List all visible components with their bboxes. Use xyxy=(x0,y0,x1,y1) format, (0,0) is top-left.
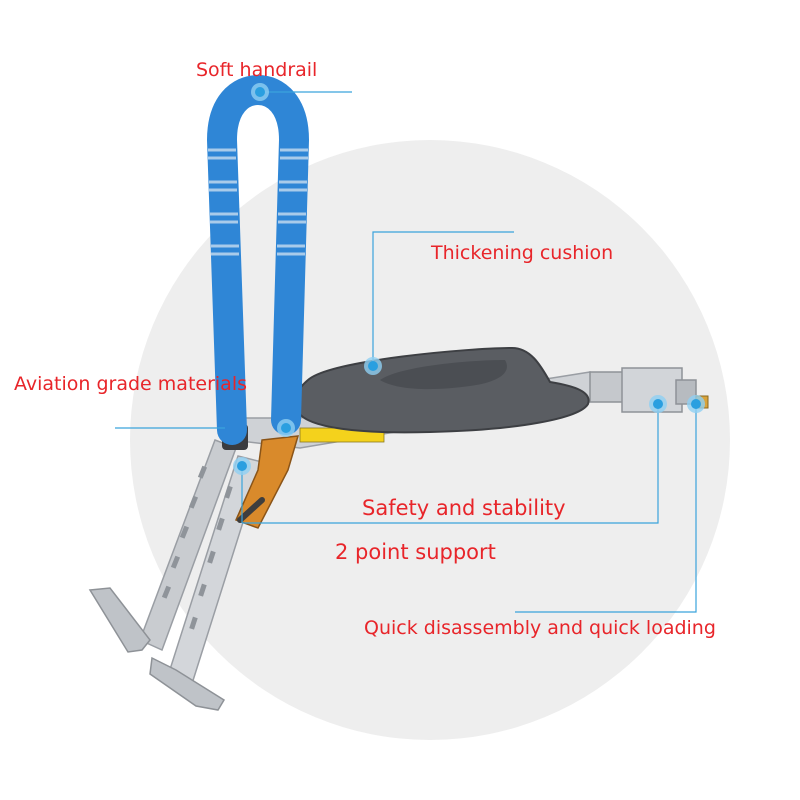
leader-safety xyxy=(242,404,659,524)
label-aviation-grade: Aviation grade materials xyxy=(14,373,247,395)
label-quick-disassembly: Quick disassembly and quick loading xyxy=(364,617,716,639)
dot-support xyxy=(233,457,251,475)
orange-clamp xyxy=(234,435,300,529)
dot-handrail xyxy=(251,83,269,101)
leader-quick xyxy=(515,404,697,613)
dot-quick xyxy=(687,395,705,413)
label-soft-handrail: Soft handrail xyxy=(196,59,318,81)
leader-cushion xyxy=(372,231,514,366)
dot-cushion xyxy=(364,357,382,375)
label-safety-stability: Safety and stability xyxy=(362,496,566,520)
callout-dots xyxy=(233,83,705,475)
leader-lines xyxy=(115,91,697,613)
front-clamp xyxy=(589,367,709,413)
label-thickening-cushion: Thickening cushion xyxy=(431,242,614,264)
dot-safety xyxy=(649,395,667,413)
label-two-point-support: 2 point support xyxy=(335,540,496,564)
dot-aviation xyxy=(277,419,295,437)
